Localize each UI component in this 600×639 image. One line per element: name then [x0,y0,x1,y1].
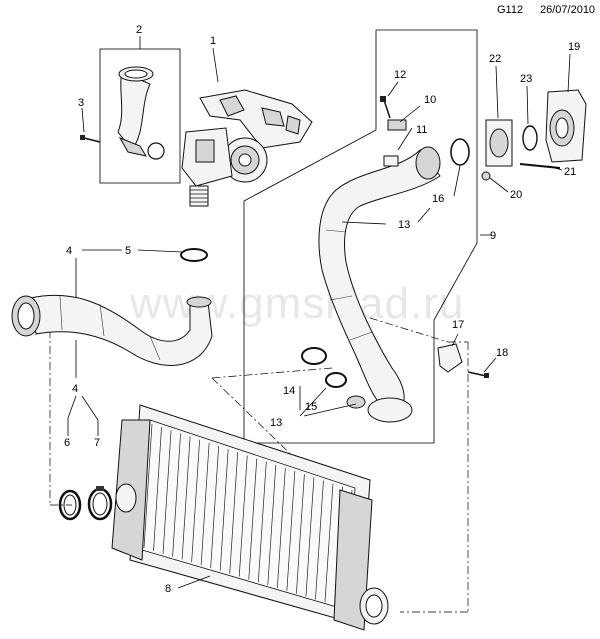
intercooler-fin [143,423,153,549]
callout-18: 18 [496,347,508,359]
lower-hose [11,294,213,366]
clamp-14 [301,347,327,365]
intercooler-fin [248,458,258,580]
intake-pipe [117,66,154,157]
callout-12: 12 [394,69,406,81]
intercooler-fin [219,449,229,571]
callout-8: 8 [165,583,171,595]
intercooler-fin [181,436,191,560]
callout-1: 1 [210,35,216,47]
diagram-date: 26/07/2010 [540,4,596,16]
bracket-17 [437,343,463,373]
intercooler-fin [229,452,239,574]
callout-16: 16 [432,193,444,205]
intercooler-fin [210,445,220,569]
watermark: www.gmsklad.ru [129,279,464,328]
callout-23: 23 [520,73,532,85]
callout-13-lower: 13 [270,417,282,429]
callout-13-upper: 13 [398,219,410,231]
clamp-7 [87,486,113,521]
intercooler-fin [172,433,181,557]
group-frame-9 [243,29,478,444]
callout-7: 7 [94,437,100,449]
bolt-18 [467,371,489,378]
seal-ring-6 [58,489,82,521]
intercooler-fin [286,471,296,591]
callout-20: 20 [510,189,522,201]
intercooler-fin [238,455,248,577]
leader-lines [67,36,571,589]
callout-5: 5 [125,245,131,257]
callout-11: 11 [416,124,427,136]
callout-17: 17 [452,319,464,331]
turbocharger [181,89,313,207]
intercooler-fin [200,442,210,566]
bolt-3 [80,135,101,143]
seal-16 [450,138,470,166]
callout-22: 22 [489,53,501,65]
intercooler-fin [276,467,286,589]
seal-ring-15 [325,372,347,388]
callout-3: 3 [78,97,84,109]
intake-gasket [147,142,165,160]
callout-14: 14 [283,385,295,397]
callout-15: 15 [305,401,317,413]
callout-2: 2 [136,24,142,36]
callout-19: 19 [568,41,580,53]
intercooler-fin [296,474,305,594]
intercooler-fin [153,427,162,551]
intercooler-fin [267,464,277,586]
intercooler-fin [162,430,172,554]
intercooler-fin [315,480,324,600]
throttle-body [481,89,587,181]
callout-4-lower: 4 [72,383,78,395]
callout-numbers: 1 2 3 4 5 4 6 7 8 9 10 11 12 13 13 14 15… [64,24,580,595]
intercooler-fin [257,461,267,583]
callout-4-upper: 4 [66,245,72,257]
clamp-5 [180,248,208,262]
callout-21: 21 [564,166,576,178]
intercooler-fin [324,483,334,603]
callout-10: 10 [424,94,436,106]
callout-9: 9 [490,230,496,242]
intercooler-fin [191,439,200,563]
callout-6: 6 [64,437,70,449]
diagram-code: G112 [497,4,524,16]
intercooler [111,404,389,631]
upper-hose [318,146,441,423]
pressure-sensor [380,96,407,167]
intercooler-fin [305,477,315,597]
